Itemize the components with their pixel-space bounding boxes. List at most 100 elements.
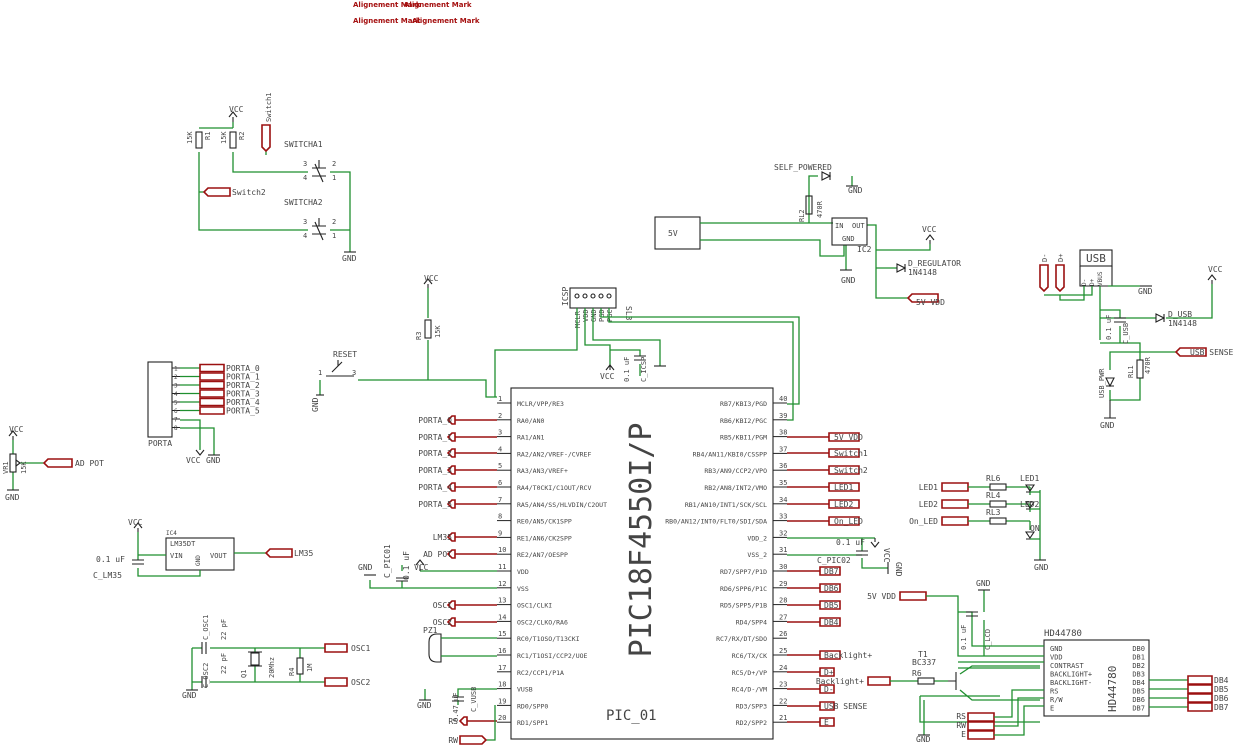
t1-value: BC337 [912,658,936,667]
pic-pin-name: RA4/T0CKI/C1OUT/RCV [517,484,591,492]
lcd-pin-right: DB7 [1132,705,1145,713]
pic-pin-name: RB7/KBI3/PGD [720,400,767,408]
gnd-label-led: GND [1034,563,1049,572]
r6-label: R6 [912,669,922,678]
pic-pin-name: RC4/D-/VM [732,686,767,694]
pic-pin-number: 3 [498,429,502,437]
led1-label: LED1 [1020,474,1039,483]
pic-left-nets: PORTA_0 PORTA_1 PORTA_2 PORTA_3 PORTA_4 … [418,415,497,745]
pic-pin-name: VDD_2 [747,534,767,542]
pic-pin-number: 24 [779,664,787,672]
c-vusb-value: 0.47 uF [452,692,460,722]
pic-pin-number: 22 [779,697,787,705]
porta-pin-number: 5 [174,400,178,407]
c-pic01-value: 0.1 uF [402,551,411,580]
rl1-label: RL1 [1127,365,1135,378]
porta-pin-number: 7 [174,417,178,424]
lcd-db7-net: DB7 [1214,703,1229,712]
lcd-pin-left: GND [1050,645,1063,653]
net-label-db7: DB7 [824,567,839,576]
pic-pin-number: 18 [498,681,506,689]
pic-pin-name: MCLR/VPP/RE3 [517,400,564,408]
pic-pin-number: 8 [498,513,502,521]
d-regulator-value: 1N4148 [908,268,937,277]
c-icsp-value: 0.1 uF [623,357,631,382]
porta-net-label: PORTA_1 [226,373,260,382]
pic-pin-number: 33 [779,513,787,521]
ic2-label: IC2 [857,245,872,254]
r2-label: R2 [238,132,246,140]
icsp-label: ICSP [561,287,570,306]
pic-pin-number: 12 [498,580,506,588]
c-vusb-label: C_VUSB [470,687,478,712]
lm35-ref: IC4 [166,530,177,537]
pic-pin-name: RA3/AN3/VREF+ [517,467,568,475]
pic-pin-name: RB2/AN8/INT2/VMO [704,484,767,492]
icsp-pin: PGD [598,309,606,322]
net-label-porta5: PORTA_5 [418,500,452,509]
pic-pin-number: 32 [779,529,787,537]
switch1-net: Switch1 [265,92,273,122]
lm35-vin: VIN [170,552,183,560]
pic-pin-name: RE0/AN5/CK1SPP [517,518,572,526]
icsp-pin: PGC [606,309,614,322]
porta-pin-number: 3 [174,383,178,390]
net-label-porta4: PORTA_4 [418,483,452,492]
vcc-label-pic2: VCC [882,548,891,563]
ad-pot-net: AD POT [75,459,104,468]
pic-pin-number: 40 [779,395,787,403]
net-label-backlight: Backlight+ [824,651,872,660]
pic-pin-name: RD2/SPP2 [736,719,767,727]
icsp-header: ICSP SL3 MCLR VDD GND PGD PGC VCC 0.1 uF… [494,287,800,421]
porta-net-flag [199,406,225,415]
r1-label: R1 [204,132,212,140]
lcd-pin-right: DB4 [1132,679,1145,687]
c-icsp-label: C_ICSP [640,357,648,382]
d-usb-label: D_USB [1168,310,1192,319]
pic-pin-number: 2 [498,412,502,420]
rl2-value: 470R [816,200,824,218]
on-label: ON [1030,524,1040,533]
pic-pin-number: 36 [779,462,787,470]
pic-pin-number: 34 [779,496,787,504]
pic-pin-number: 10 [498,546,506,554]
porta-net-label: PORTA_2 [226,381,260,390]
switch-section: VCC 15K R1 15K R2 Switch1 Switch2 SWITCH… [186,92,357,263]
pic-pin-number: 14 [498,613,506,621]
vr1-label: VR1 [2,461,10,474]
net-label-porta2: PORTA_2 [418,449,452,458]
gnd-label-self: GND [848,186,863,195]
gnd-label-reset: GND [311,397,320,412]
pic-pin-name: RE2/AN7/OESPP [517,551,568,559]
pic-right-nets: 5V VDD Switch1 Switch2 LED1 LED2 On_LED … [787,432,872,727]
net-label-porta1: PORTA_1 [418,433,452,442]
porta-pin-number: 8 [174,425,178,432]
lcd-pin-right: DB1 [1132,654,1145,662]
c-usb-label: C_USB [1122,323,1130,344]
pic-pin-name: RA1/AN1 [517,434,544,442]
vcc-label-pot: VCC [9,425,24,434]
c-osc2-label: C_OSC2 [202,663,210,688]
led2-net: LED2 [919,500,938,509]
pic-pin-name: VUSB [517,686,533,694]
rl6-label: RL6 [986,474,1001,483]
r4-label: R4 [288,668,296,676]
porta-net-flag [199,380,225,390]
reset-section: VCC R3 15K RESET 1 3 GND [311,274,497,412]
vcc-label-porta: VCC [186,456,201,465]
vr1-value: 15K [20,461,28,474]
pic-pin-number: 17 [498,664,506,672]
net-label-ad-pot: AD POT [423,550,452,559]
sw2-pin: 3 [303,218,307,226]
net-label-db6: DB6 [824,584,839,593]
lcd-pin-left: R/W [1050,696,1063,704]
gnd-label-sw: GND [342,254,357,263]
alignment-mark: Alignement Mark [404,1,472,9]
pic-name-label: PIC_01 [606,708,657,724]
c-osc2-value: 22 pF [220,653,228,674]
pic-pin-name: RC0/T1OSO/T13CKI [517,635,580,643]
c-lm35-label: C_LM35 [93,571,122,580]
porta-net-flag [199,397,225,407]
led2-label: LED2 [1020,500,1039,509]
